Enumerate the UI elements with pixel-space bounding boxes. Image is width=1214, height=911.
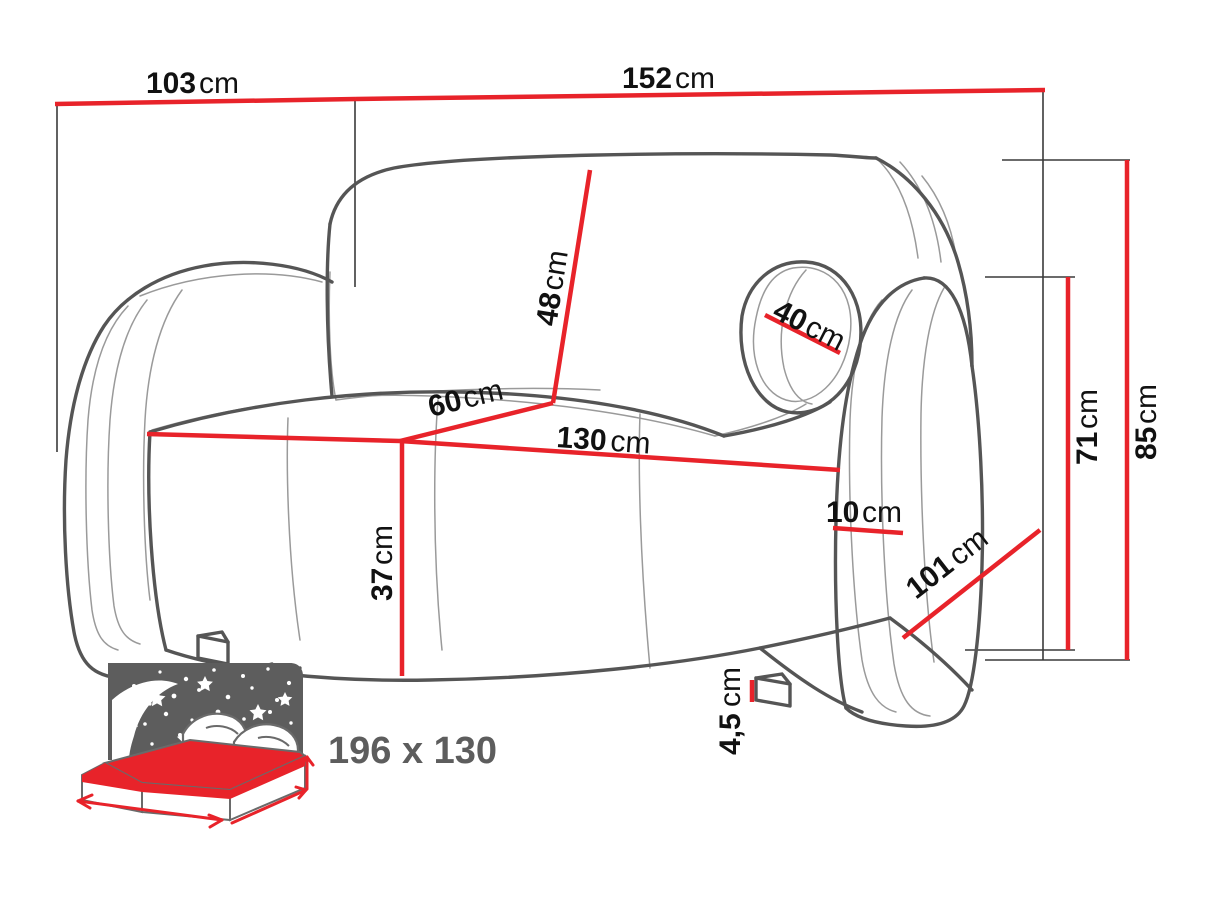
label-103-value: 103 bbox=[146, 67, 196, 100]
dim-line-40 bbox=[763, 312, 842, 356]
dim-line-101 bbox=[901, 528, 1042, 640]
bed-mattress-icon bbox=[76, 663, 315, 829]
label-85-unit: cm bbox=[1130, 384, 1163, 424]
label-40: 40 cm bbox=[768, 294, 851, 358]
mattress-red-band-left bbox=[82, 763, 142, 792]
dim-line-152 bbox=[355, 87, 1046, 102]
label-37: 37 cm bbox=[366, 525, 399, 601]
sofa-outline bbox=[62, 152, 985, 729]
dimension-lines bbox=[54, 87, 1130, 702]
label-152: 152 cm bbox=[622, 62, 715, 95]
mattress-dim-arrows bbox=[76, 755, 315, 829]
label-103: 103 cm bbox=[146, 67, 239, 100]
label-4-5-unit: cm bbox=[714, 667, 747, 707]
label-48-value: 48 bbox=[530, 290, 568, 328]
label-37-value: 37 bbox=[366, 568, 399, 601]
label-48: 48 cm bbox=[530, 248, 574, 328]
mattress-red-band-front bbox=[142, 783, 230, 799]
dim-line-103 bbox=[54, 96, 357, 107]
label-130: 130 cm bbox=[556, 421, 652, 460]
label-85-value: 85 bbox=[1130, 427, 1163, 460]
dim-line-60 bbox=[399, 400, 554, 444]
label-152-unit: cm bbox=[675, 62, 715, 95]
sleeping-area-label: 196 x 130 bbox=[328, 730, 497, 772]
dim-line-10 bbox=[832, 525, 904, 536]
label-130-unit: cm bbox=[609, 425, 651, 461]
label-48-unit: cm bbox=[536, 248, 575, 293]
label-37-unit: cm bbox=[366, 525, 399, 565]
label-103-unit: cm bbox=[199, 67, 239, 100]
label-10-value: 10 bbox=[826, 496, 859, 529]
label-4-5-value: 4,5 bbox=[714, 713, 747, 755]
label-85: 85 cm bbox=[1130, 384, 1163, 460]
extension-lines bbox=[56, 92, 1130, 661]
label-4-5: 4,5 cm bbox=[714, 667, 747, 755]
dim-line-48 bbox=[550, 169, 593, 404]
label-71: 71 cm bbox=[1071, 389, 1104, 465]
dimension-labels: 103 cm 152 cm 48 cm 40 cm 60 cm bbox=[146, 62, 1163, 755]
label-130-value: 130 bbox=[556, 421, 608, 457]
label-152-value: 152 bbox=[622, 62, 672, 95]
dim-line-130 bbox=[399, 438, 841, 473]
label-60-unit: cm bbox=[460, 373, 507, 415]
mattress-red-band-right bbox=[230, 756, 305, 799]
label-60: 60 cm bbox=[425, 373, 507, 423]
label-10: 10 cm bbox=[826, 496, 902, 529]
label-60-value: 60 bbox=[425, 384, 465, 424]
label-71-unit: cm bbox=[1071, 389, 1104, 429]
label-10-unit: cm bbox=[862, 496, 902, 529]
dim-line-seat-left bbox=[146, 431, 401, 444]
label-71-value: 71 bbox=[1071, 432, 1104, 465]
